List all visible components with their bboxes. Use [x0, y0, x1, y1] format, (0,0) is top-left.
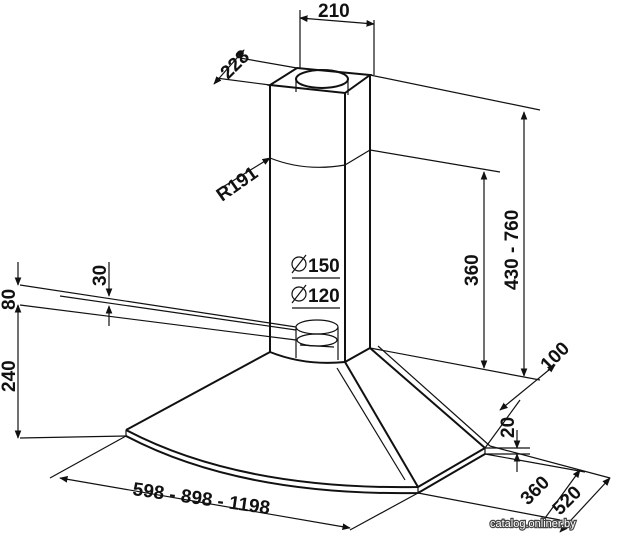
dim-228	[213, 49, 298, 86]
label-rim-height: 20	[498, 417, 519, 438]
label-outlet-outer: 150	[291, 254, 340, 279]
dim-width	[49, 435, 419, 531]
canopy	[125, 345, 491, 495]
label-canopy-height: 240	[0, 360, 20, 392]
radius-leader	[217, 157, 271, 191]
outlet-inner-text: 120	[308, 286, 340, 307]
dim-100	[484, 364, 556, 449]
label-wall-offset: 100	[537, 338, 574, 375]
duct-outlet-top	[295, 69, 349, 95]
label-radius: R191	[213, 163, 263, 207]
label-outlet-inner: 120	[291, 284, 340, 309]
outlet-outer-text: 150	[308, 256, 340, 277]
label-chimney-height: 360	[462, 254, 483, 286]
dim-210	[299, 10, 375, 75]
outlet-ring	[295, 319, 339, 360]
dim-depth	[417, 445, 611, 533]
label-total-height: 430 - 760	[502, 210, 523, 290]
watermark: catalog.onliner.by	[490, 518, 576, 530]
label-duct-depth: 228	[217, 46, 254, 83]
label-offset-30: 30	[90, 265, 111, 286]
dim-20	[485, 430, 530, 472]
label-widths: 598 - 898 - 1198	[131, 479, 271, 519]
label-depth-outer: 520	[549, 482, 586, 519]
upper-duct	[267, 66, 373, 168]
label-offset-80: 80	[0, 289, 20, 310]
label-duct-width: 210	[318, 1, 350, 22]
dim-chimney-360	[369, 149, 501, 369]
dim-left	[14, 262, 297, 439]
